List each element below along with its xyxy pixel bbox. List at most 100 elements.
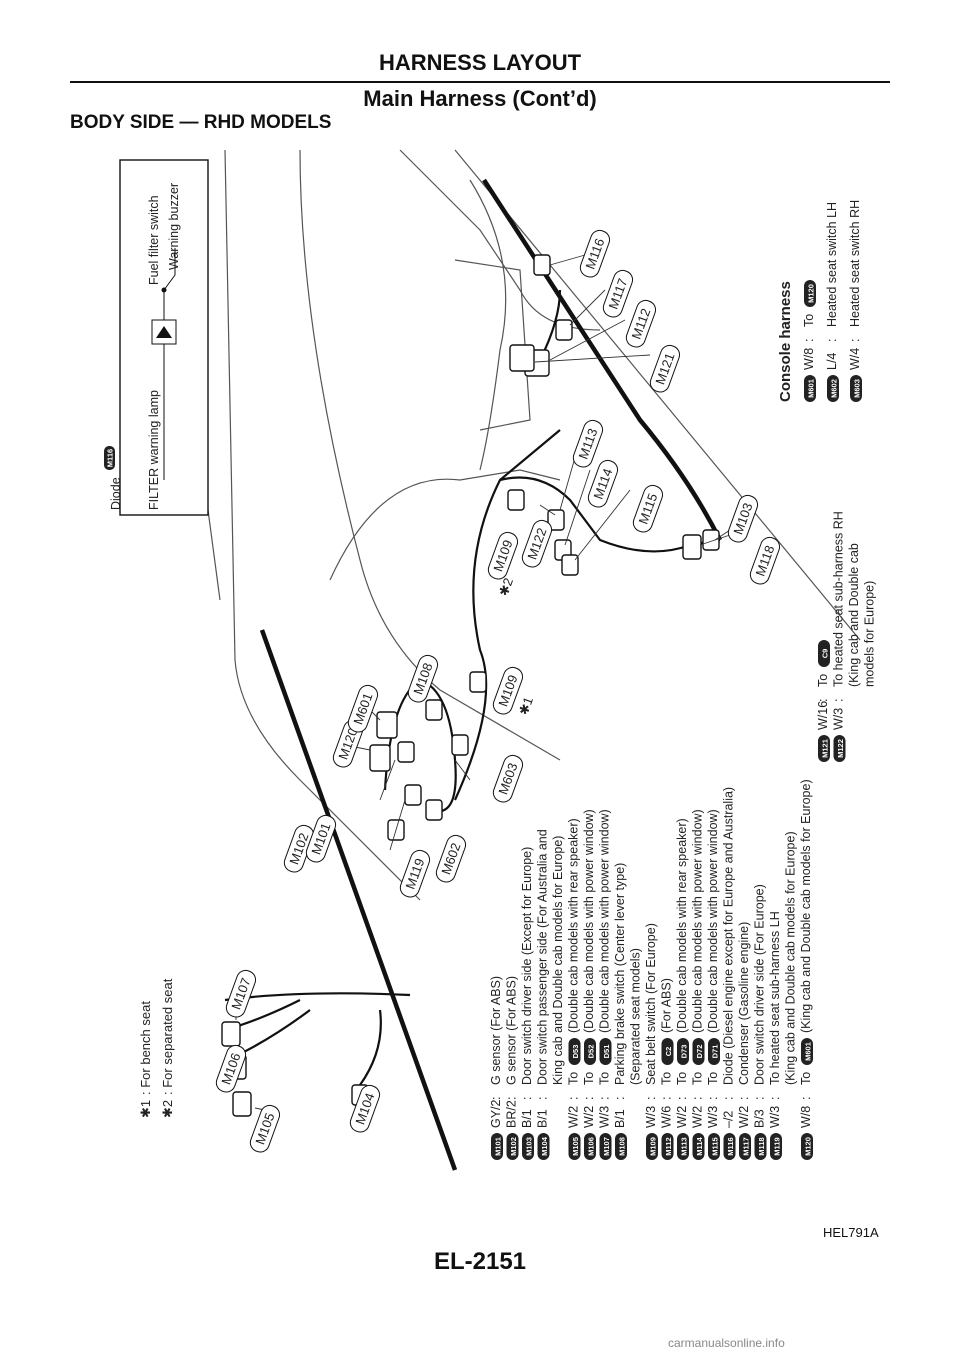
connector-m603 — [451, 734, 469, 756]
legend-row-id: M104 — [537, 1133, 550, 1160]
body-outline — [224, 149, 421, 901]
legend-row-text: G sensor (For ABS) — [505, 976, 519, 1085]
legend-row-text: To — [691, 1072, 705, 1085]
legend-row-sep: : — [675, 1097, 689, 1100]
svg-text:M602: M602 — [830, 379, 839, 398]
legend-row-code: GY/2 — [489, 1099, 503, 1128]
callout-m112: M112 — [625, 299, 657, 348]
connector-m116 — [533, 254, 551, 276]
main-harness — [259, 629, 458, 1171]
svg-text:M103: M103 — [525, 1137, 534, 1156]
svg-text:M116: M116 — [106, 449, 115, 467]
legend2-row-id: M122 — [833, 735, 846, 762]
legend-row-text: To heated seat sub-harness LH — [768, 911, 782, 1085]
svg-text:D53: D53 — [571, 1045, 580, 1059]
legend-row-sep: : — [722, 1097, 736, 1100]
callout-m118: M118 — [749, 536, 781, 585]
legend-row-code: W/2 — [567, 1106, 581, 1128]
svg-text:M114: M114 — [695, 1137, 704, 1156]
legend-row-id: M118 — [754, 1133, 767, 1160]
leader-line — [389, 799, 406, 851]
legend-row-text: To — [660, 1072, 674, 1085]
console-row-to-tag: M120 — [804, 280, 816, 307]
legend-row-sep: : — [505, 1097, 519, 1100]
legend-row-code: B/1 — [520, 1109, 534, 1128]
svg-text:M120: M120 — [807, 284, 816, 303]
callout-m107: M107 — [225, 969, 257, 1018]
inset-diode-label: Diode — [109, 477, 123, 510]
console-row-text: Heated seat switch RH — [848, 200, 862, 327]
legend2-row-text: To — [816, 674, 830, 687]
legend-row-text: To — [706, 1072, 720, 1085]
callout-m603: M603 — [492, 754, 524, 803]
callout-m602: M602 — [435, 834, 467, 883]
leader-line — [549, 319, 626, 361]
leader-line — [564, 469, 591, 546]
svg-text:D52: D52 — [587, 1045, 596, 1059]
legend-row-text: Diode (Diesel engine except for Europe a… — [722, 787, 736, 1085]
callout-m103: M103 — [727, 494, 759, 543]
legend-row-text: To — [582, 1072, 596, 1085]
legend-row-sep: : — [644, 1097, 658, 1100]
legend-row-id: M120 — [801, 1133, 813, 1160]
connector-m602 — [425, 799, 443, 821]
callout-m117: M117 — [602, 269, 634, 318]
legend-row-rest: (Double cab models with power window) — [706, 809, 720, 1033]
svg-text:M109: M109 — [649, 1137, 658, 1156]
legend-row-sep: : — [660, 1097, 674, 1100]
legend-row-text: (King cab and Double cab models for Euro… — [784, 831, 798, 1085]
legend-row-code: W/2 — [691, 1106, 705, 1128]
page-header-subtitle: Main Harness (Cont’d) — [363, 86, 597, 111]
svg-text:M119: M119 — [773, 1137, 782, 1155]
svg-text:M101: M101 — [494, 1137, 503, 1156]
svg-text:M117: M117 — [742, 1137, 751, 1155]
legend2-row-sep: : — [832, 699, 846, 702]
diode-triangle — [156, 326, 172, 338]
body-outline — [329, 469, 561, 581]
leader-line — [534, 354, 651, 363]
legend-row-rest: (Double cab models with power window) — [582, 809, 596, 1033]
callout-m114: M114 — [587, 459, 619, 508]
console-row-text: Heated seat switch LH — [825, 202, 839, 327]
svg-text:C9: C9 — [821, 649, 830, 659]
svg-text:D73: D73 — [680, 1045, 689, 1059]
callout-m601: M601 — [347, 684, 379, 733]
leader-line — [549, 254, 586, 266]
leader-line — [574, 489, 631, 561]
leader-line — [379, 759, 396, 801]
legend-row-id: M101 — [491, 1133, 503, 1160]
legend-row-code: W/6 — [660, 1106, 674, 1128]
legend-row-text: King cab and Double cab models for Europ… — [551, 836, 565, 1085]
legend-row-to-tag: D53 — [568, 1038, 581, 1065]
legend-row-code: B/1 — [536, 1109, 550, 1128]
connector-m103 — [702, 529, 720, 551]
legend-row-sep: : — [598, 1097, 612, 1100]
body-outline — [469, 179, 507, 471]
note-star2-mark: ✱2 — [160, 1100, 175, 1118]
page-header-title: HARNESS LAYOUT — [378, 50, 582, 75]
section-title: BODY SIDE — RHD MODELS — [70, 112, 332, 133]
legend-row-code: BR/2 — [505, 1100, 519, 1128]
svg-text:M106: M106 — [587, 1137, 596, 1156]
console-row-id: M602 — [827, 375, 839, 402]
connector-m109 — [469, 671, 487, 693]
legend-row-id: M106 — [584, 1133, 596, 1160]
legend-row-sep: : — [520, 1097, 534, 1100]
svg-text:M603: M603 — [853, 379, 862, 398]
legend-row-code: W/8 — [799, 1106, 813, 1128]
console-title: Console harness — [777, 281, 794, 402]
connector-m101 — [404, 784, 422, 806]
legend-row-rest: (Double cab models with rear speaker) — [675, 818, 689, 1033]
legend-row-code: W/2 — [675, 1106, 689, 1128]
svg-text:✱1: ✱1 — [516, 695, 536, 717]
legend-row-text: Parking brake switch (Center lever type) — [613, 863, 627, 1085]
console-row-sep: : — [802, 339, 816, 342]
legend-row-sep: : — [567, 1097, 581, 1100]
connector-m118 — [682, 534, 702, 560]
legend-row-sep: : — [753, 1097, 767, 1100]
body-outline — [454, 149, 861, 641]
legend2-row-text: (King cab and Double cab — [847, 543, 861, 687]
legend2-row-sep: : — [816, 699, 830, 702]
